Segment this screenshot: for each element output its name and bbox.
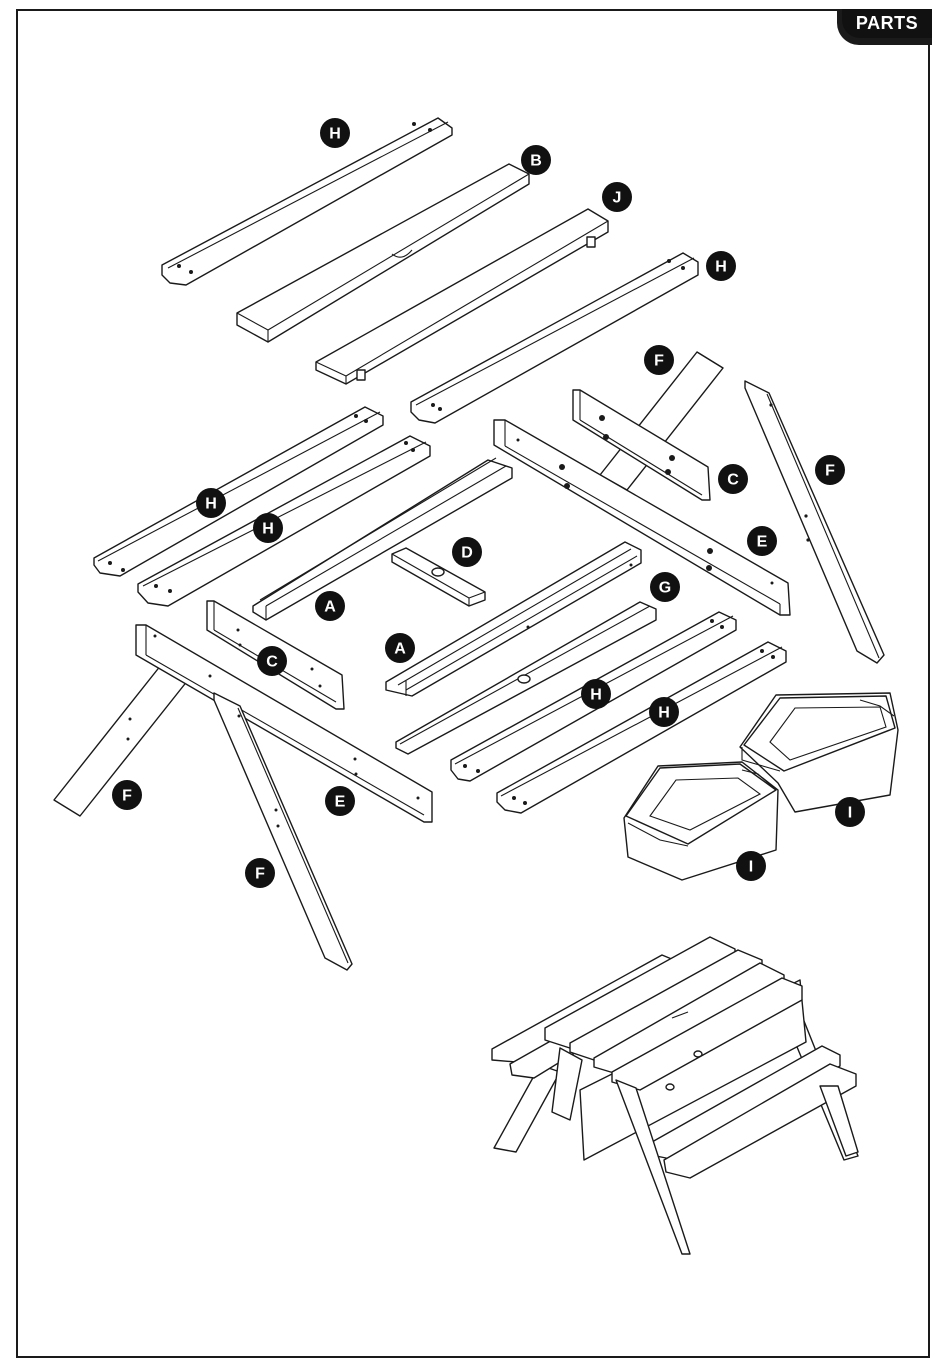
label-e-1: E: [747, 526, 777, 556]
label-h-2: H: [706, 251, 736, 281]
label-h-4: H: [253, 513, 283, 543]
part-f-leg-2: [745, 381, 884, 663]
label-h-1: H: [320, 118, 350, 148]
assembled-table: [492, 937, 858, 1254]
label-e-2: E: [325, 786, 355, 816]
svg-text:C: C: [727, 472, 739, 489]
svg-text:E: E: [757, 534, 768, 551]
label-d: D: [452, 537, 482, 567]
svg-text:H: H: [715, 259, 727, 276]
svg-text:H: H: [329, 126, 341, 143]
part-h-board-2: [411, 253, 698, 423]
label-f-1: F: [644, 345, 674, 375]
label-h-5: H: [581, 679, 611, 709]
svg-text:H: H: [205, 496, 217, 513]
label-h-6: H: [649, 697, 679, 727]
svg-text:A: A: [394, 641, 406, 658]
label-c-2: C: [257, 646, 287, 676]
svg-text:J: J: [613, 190, 622, 207]
svg-text:I: I: [848, 805, 852, 822]
part-j-board: [316, 209, 608, 384]
svg-text:C: C: [266, 654, 278, 671]
svg-text:F: F: [255, 866, 265, 883]
svg-text:D: D: [461, 545, 473, 562]
svg-text:E: E: [335, 794, 346, 811]
label-i-2: I: [736, 851, 766, 881]
part-h-board-1: [162, 118, 452, 285]
svg-text:H: H: [262, 521, 274, 538]
label-i-1: I: [835, 797, 865, 827]
label-f-3: F: [112, 780, 142, 810]
svg-text:F: F: [654, 353, 664, 370]
svg-text:I: I: [749, 859, 753, 876]
svg-text:B: B: [530, 153, 542, 170]
part-b-board: [237, 164, 529, 342]
label-a-2: A: [385, 633, 415, 663]
svg-text:F: F: [122, 788, 132, 805]
label-j: J: [602, 182, 632, 212]
svg-text:H: H: [590, 687, 602, 704]
svg-text:A: A: [324, 599, 336, 616]
label-f-4: F: [245, 858, 275, 888]
label-g: G: [650, 572, 680, 602]
label-b: B: [521, 145, 551, 175]
svg-text:G: G: [659, 580, 671, 597]
svg-text:H: H: [658, 705, 670, 722]
svg-text:F: F: [825, 463, 835, 480]
label-a-1: A: [315, 591, 345, 621]
label-f-2: F: [815, 455, 845, 485]
label-c-1: C: [718, 464, 748, 494]
label-h-3: H: [196, 488, 226, 518]
